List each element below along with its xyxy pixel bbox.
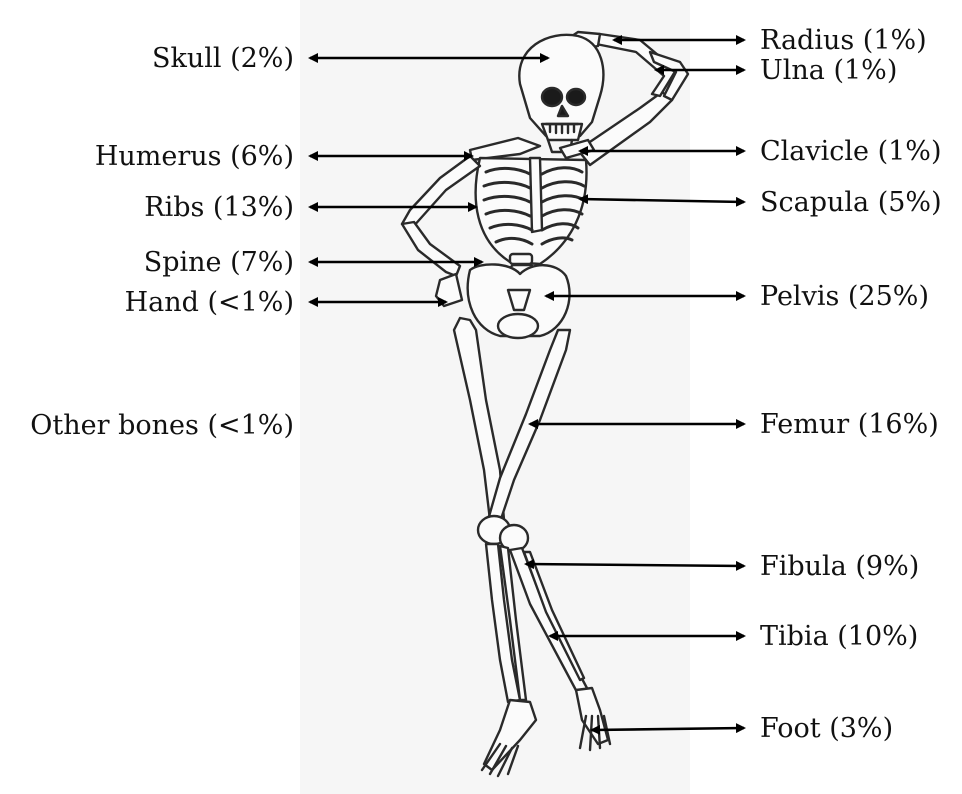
label-spine: Spine (7%) (144, 246, 294, 280)
arrow-foot (592, 728, 744, 730)
label-other-bones: Other bones (<1%) (30, 409, 294, 443)
arrow-fibula (526, 564, 744, 566)
label-tibia: Tibia (10%) (760, 620, 918, 654)
eye-socket-left (542, 88, 562, 106)
label-clavicle: Clavicle (1%) (760, 135, 942, 169)
label-hand: Hand (<1%) (125, 286, 294, 320)
sternum (530, 158, 542, 232)
label-ribs: Ribs (13%) (144, 191, 294, 225)
label-femur: Femur (16%) (760, 408, 939, 442)
label-scapula: Scapula (5%) (760, 186, 942, 220)
cranium (519, 35, 603, 136)
label-ulna: Ulna (1%) (760, 54, 897, 88)
teeth (546, 124, 578, 133)
left-forearm (402, 222, 460, 276)
femur-right (488, 330, 570, 522)
fibula-right (524, 552, 584, 680)
clavicle-left (470, 138, 540, 160)
label-fibula: Fibula (9%) (760, 550, 919, 584)
label-pelvis: Pelvis (25%) (760, 280, 929, 314)
pelvic-opening (498, 314, 538, 338)
arrow-scapula (580, 199, 744, 202)
eye-socket-right (567, 89, 585, 105)
label-skull: Skull (2%) (152, 42, 294, 76)
label-foot: Foot (3%) (760, 712, 893, 746)
label-radius: Radius (1%) (760, 24, 927, 58)
left-upper-arm (402, 156, 480, 228)
foot-left (484, 700, 536, 770)
label-humerus: Humerus (6%) (95, 140, 294, 174)
